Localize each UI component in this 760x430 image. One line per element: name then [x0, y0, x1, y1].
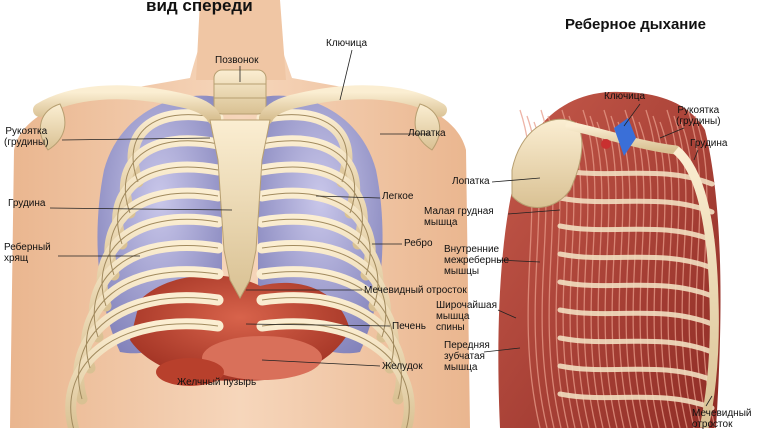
label-manubrium: Рукоятка (грудины) — [4, 126, 49, 148]
label-rib: Ребро — [404, 238, 433, 249]
side-rib — [557, 363, 715, 383]
label-xiphoid: Мечевидный отросток — [364, 285, 467, 296]
side-ribs — [557, 167, 715, 411]
side-rib — [557, 391, 715, 411]
label-stomach: Желудок — [382, 361, 423, 372]
muscle-fiber — [687, 109, 709, 428]
label-sternum: Грудина — [8, 198, 46, 209]
rib-breathing-title: Реберное дыхание — [565, 16, 706, 33]
rib-outline — [124, 140, 219, 214]
label-side-xiphoid: Мечевидный отросток — [692, 408, 752, 430]
label-serratus: Передняя зубчатая мышца — [444, 340, 490, 373]
label-gallbladder: Желчный пузырь — [177, 377, 257, 388]
side-vessels — [614, 118, 636, 156]
rib-outline — [101, 218, 219, 307]
rib-outline — [261, 166, 363, 245]
rib-outline — [261, 271, 395, 369]
side-rib — [557, 335, 715, 355]
rib-outline — [109, 192, 219, 276]
neck — [196, 0, 286, 80]
side-rib — [557, 279, 715, 299]
rib-outline — [117, 166, 219, 245]
side-rib — [557, 195, 715, 215]
rib-outline — [70, 323, 219, 428]
rib-outline — [261, 114, 348, 183]
front-view-title: вид спереди — [146, 0, 253, 15]
label-side-sternum: Грудина — [690, 138, 728, 149]
label-side-scapula: Лопатка — [452, 176, 490, 187]
label-latissimus: Широчайшая мышца спины — [436, 300, 498, 333]
muscle-fiber — [582, 109, 604, 428]
rib-outline — [261, 140, 356, 214]
rib-outline — [85, 271, 219, 369]
label-intercostal: Внутренние межреберные мышцы — [444, 244, 510, 277]
left-shoulder-bone — [39, 103, 66, 151]
ribs-outline — [70, 114, 410, 428]
label-costal-cartilage: Реберный хрящ — [4, 242, 51, 264]
side-sternum — [672, 146, 719, 428]
rib-outline — [261, 218, 379, 307]
rib-outline — [78, 297, 219, 400]
side-rib — [557, 223, 715, 243]
right-shoulder-bone — [414, 103, 441, 151]
right-clavicle — [259, 85, 447, 125]
label-liver: Печень — [392, 321, 426, 332]
left-clavicle — [33, 85, 221, 125]
label-side-clavicle: Ключица — [604, 91, 646, 102]
label-pectoralis-minor: Малая грудная мышца — [424, 206, 494, 228]
label-scapula: Лопатка — [408, 128, 446, 139]
side-rib — [557, 251, 715, 271]
muscle-fiber — [603, 109, 625, 428]
label-clavicle: Ключица — [326, 38, 368, 49]
rib-outline — [261, 297, 402, 400]
muscle-fiber — [680, 121, 702, 428]
rib-outline — [93, 244, 219, 338]
rib-outline — [261, 192, 371, 276]
sternum-shape — [209, 119, 271, 300]
gallbladder-shape — [156, 358, 224, 386]
stomach-shape — [202, 336, 322, 380]
label-side-manubrium: Рукоятка (грудины) — [676, 105, 721, 127]
side-rib — [557, 307, 715, 327]
rib-outline — [261, 323, 410, 428]
label-vertebra: Позвонок — [215, 55, 259, 66]
label-lung: Легкое — [382, 191, 414, 202]
rib-outline — [261, 244, 387, 338]
rib-outline — [132, 114, 219, 183]
side-scapula — [511, 118, 583, 208]
